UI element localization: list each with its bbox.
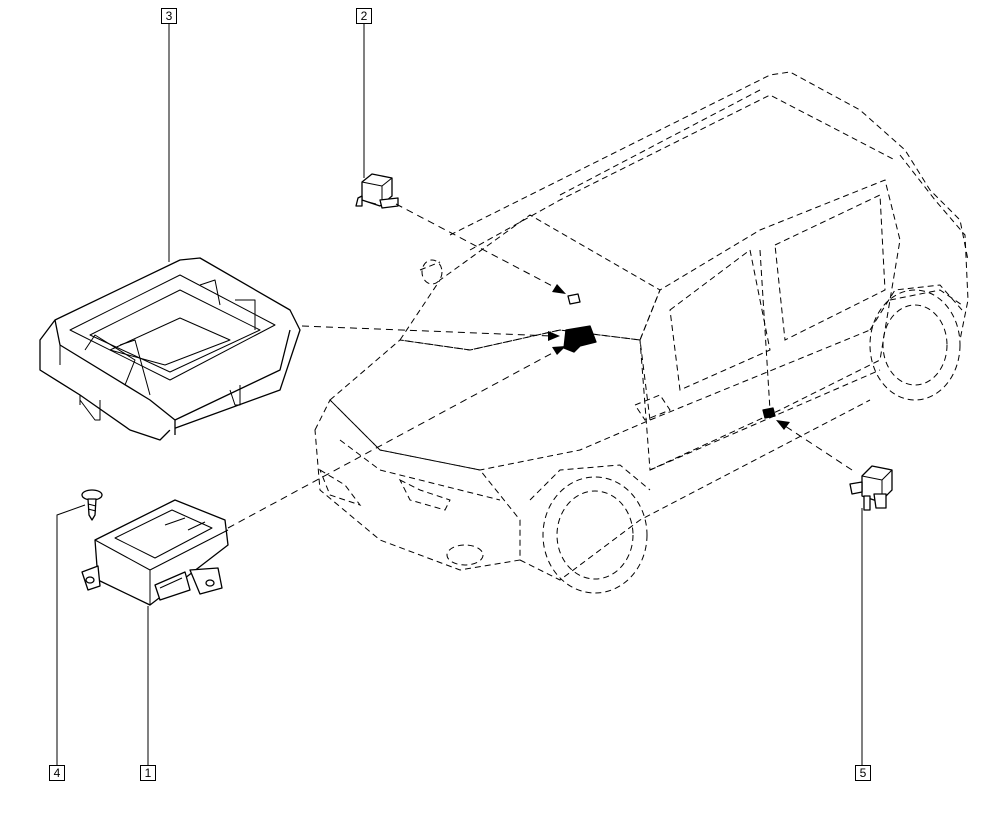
leader-4 (56, 504, 86, 765)
part-1-ecu (81, 499, 229, 606)
callout-1: 1 (140, 765, 156, 781)
part-5-side-sensor (849, 465, 893, 511)
arrowhead-3 (548, 331, 560, 341)
mount-point-ecu (563, 325, 597, 353)
assembly-line-3 (301, 325, 553, 337)
callout-5: 5 (855, 765, 871, 781)
mount-point-sensor-side (762, 407, 776, 419)
assembly-line-1 (227, 349, 559, 529)
arrowhead-1 (552, 346, 566, 355)
assembly-line-2 (395, 203, 561, 291)
arrowhead-2 (552, 284, 566, 294)
callout-4: 4 (49, 765, 65, 781)
part-2-front-sensor (355, 173, 399, 209)
part-3-bracket-tray (39, 257, 301, 441)
vehicle-outline (314, 71, 969, 594)
assembly-line-5 (781, 423, 853, 471)
callout-2: 2 (356, 8, 372, 24)
arrowhead-5 (776, 420, 790, 430)
part-4-screw (81, 489, 103, 521)
callout-3: 3 (161, 8, 177, 24)
mount-point-sensor-front (567, 293, 581, 305)
